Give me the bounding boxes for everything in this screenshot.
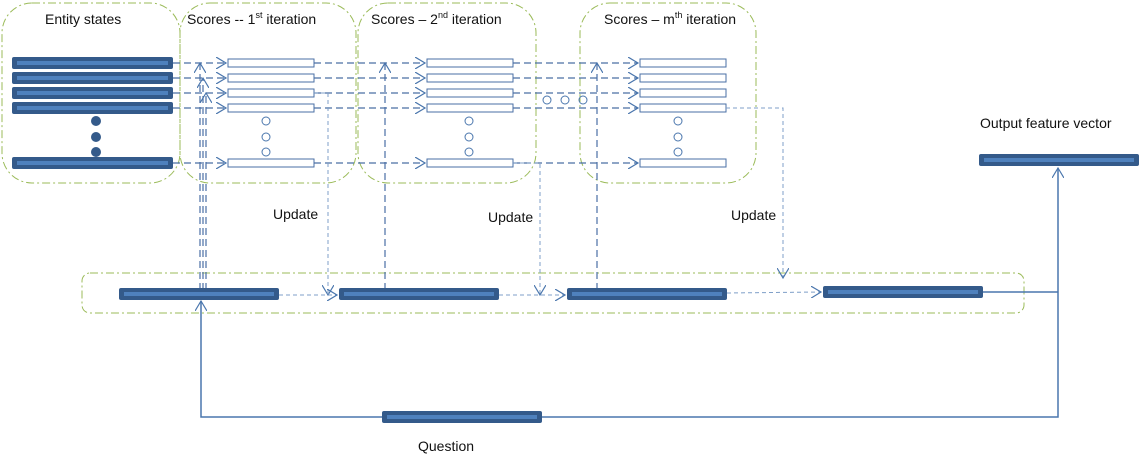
ellipsis-circles-icon bbox=[464, 116, 474, 157]
score-box bbox=[426, 88, 514, 98]
memory-state-bar bbox=[119, 288, 279, 300]
entity-state-bar bbox=[12, 72, 173, 84]
update-label: Update bbox=[273, 206, 318, 222]
memory-state-bar bbox=[823, 286, 983, 298]
scores-2-boxes bbox=[426, 58, 514, 168]
scores-2-title: Scores – 2nd iteration bbox=[371, 10, 502, 27]
score-box bbox=[227, 58, 315, 68]
question-bar bbox=[382, 411, 542, 423]
score-box bbox=[227, 73, 315, 83]
score-box bbox=[426, 73, 514, 83]
score-box bbox=[227, 103, 315, 113]
entity-state-bars bbox=[12, 57, 173, 169]
entity-state-bar bbox=[12, 57, 173, 69]
score-box bbox=[639, 58, 727, 68]
entity-state-bar bbox=[12, 157, 173, 169]
memory-state-bar bbox=[567, 288, 727, 300]
output-feature-vector-label: Output feature vector bbox=[980, 115, 1112, 131]
score-box bbox=[639, 88, 727, 98]
ellipsis-circles-icon bbox=[261, 116, 271, 157]
score-box bbox=[639, 158, 727, 168]
question-label: Question bbox=[418, 438, 474, 454]
ellipsis-dots-icon bbox=[91, 116, 101, 157]
scores-1-title: Scores -- 1st iteration bbox=[187, 10, 316, 27]
scores-1-group bbox=[179, 2, 357, 184]
scores-m-group bbox=[579, 2, 757, 184]
score-box bbox=[426, 158, 514, 168]
iteration-ellipsis-icon bbox=[542, 95, 588, 105]
scores-m-title: Scores – mth iteration bbox=[604, 10, 736, 27]
entity-states-title: Entity states bbox=[45, 11, 121, 27]
score-box bbox=[227, 158, 315, 168]
output-feature-vector-bar bbox=[979, 154, 1139, 166]
score-box bbox=[639, 103, 727, 113]
question-connectors bbox=[201, 168, 1058, 418]
update-label: Update bbox=[488, 209, 533, 225]
score-box bbox=[426, 103, 514, 113]
memory-state-bars bbox=[119, 286, 983, 300]
memory-chain-group bbox=[81, 272, 1025, 314]
ellipsis-circles-icon bbox=[673, 116, 683, 157]
memory-chain-connectors bbox=[279, 292, 821, 295]
update-connectors bbox=[314, 92, 783, 295]
scores-m-boxes bbox=[639, 58, 727, 168]
score-box bbox=[426, 58, 514, 68]
update-label: Update bbox=[731, 207, 776, 223]
memory-to-score-connectors bbox=[200, 63, 597, 290]
scores-1-boxes bbox=[227, 58, 315, 168]
entity-state-bar bbox=[12, 102, 173, 114]
entity-state-bar bbox=[12, 87, 173, 99]
memory-state-bar bbox=[339, 288, 499, 300]
score-box bbox=[227, 88, 315, 98]
score-box bbox=[639, 73, 727, 83]
